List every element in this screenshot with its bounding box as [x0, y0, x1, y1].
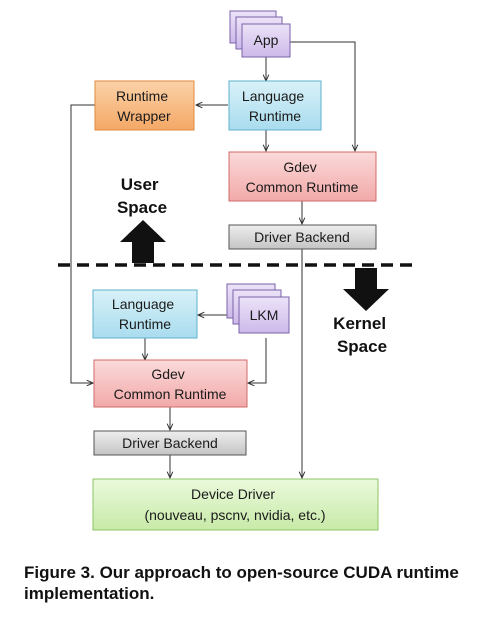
driver-backend-kernel-box: Driver Backend [93, 430, 247, 456]
down-arrow-icon [343, 268, 389, 311]
app-label: App [254, 32, 279, 48]
device-driver-label: Device Driver (nouveau, pscnv, nvidia, e… [144, 486, 325, 523]
gdev-kernel-box: Gdev Common Runtime [93, 359, 248, 408]
app-box [241, 23, 291, 58]
up-arrow-icon [120, 220, 166, 263]
language-runtime-kernel-label: Language Runtime [112, 296, 178, 332]
language-runtime-user-box: Language Runtime [228, 80, 322, 131]
arrow-lkm-to-gdev-kernel [248, 338, 267, 383]
lkm-stack: LKM [226, 283, 290, 334]
runtime-wrapper-box: Runtime Wrapper [94, 80, 195, 131]
language-runtime-user-label: Language Runtime [242, 88, 308, 124]
language-runtime-kernel-box: Language Runtime [92, 289, 198, 339]
lkm-box [238, 296, 290, 334]
app-stack: App [229, 10, 291, 58]
user-space-label: User Space [117, 175, 167, 217]
arrow-app-to-gdev-user [290, 41, 355, 151]
device-driver-box: Device Driver (nouveau, pscnv, nvidia, e… [92, 478, 379, 531]
figure-caption: Figure 3. Our approach to open-source CU… [24, 563, 459, 603]
architecture-diagram: User Space Kernel Space App Language Run… [58, 10, 412, 531]
gdev-user-box: Gdev Common Runtime [228, 151, 377, 202]
runtime-wrapper-label: Runtime Wrapper [116, 88, 172, 124]
lkm-label: LKM [250, 307, 279, 323]
connectors [70, 41, 355, 478]
arrow-wrapper-to-gdev-kernel [70, 104, 95, 383]
gdev-user-label: Gdev Common Runtime [246, 159, 359, 195]
driver-backend-user-label: Driver Backend [254, 229, 350, 245]
kernel-space-label: Kernel Space [333, 314, 391, 356]
driver-backend-kernel-label: Driver Backend [122, 435, 218, 451]
gdev-kernel-label: Gdev Common Runtime [114, 366, 227, 402]
driver-backend-user-box: Driver Backend [228, 224, 377, 250]
